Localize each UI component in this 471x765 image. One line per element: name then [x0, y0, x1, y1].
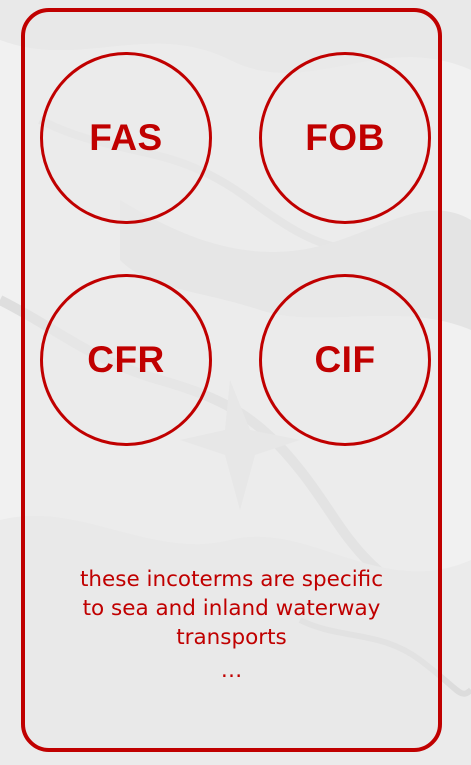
caption-line: to sea and inland waterway: [82, 596, 381, 621]
caption-ellipsis: …: [220, 658, 243, 683]
incoterm-circle-fas: FAS: [40, 52, 212, 224]
incoterms-card: FAS FOB CFR CIF these incoterms are spec…: [21, 8, 442, 752]
caption-line: transports: [176, 625, 287, 650]
incoterm-circle-cfr: CFR: [40, 274, 212, 446]
caption-line: these incoterms are specific: [79, 567, 384, 592]
incoterm-circle-cif: CIF: [259, 274, 431, 446]
incoterm-label-cfr: CFR: [87, 339, 165, 380]
incoterm-label-fas: FAS: [89, 117, 163, 158]
incoterm-label-cif: CIF: [314, 339, 376, 380]
incoterm-label-fob: FOB: [305, 117, 385, 158]
incoterms-caption: these incoterms are specific to sea and …: [35, 565, 428, 685]
incoterm-circle-fob: FOB: [259, 52, 431, 224]
